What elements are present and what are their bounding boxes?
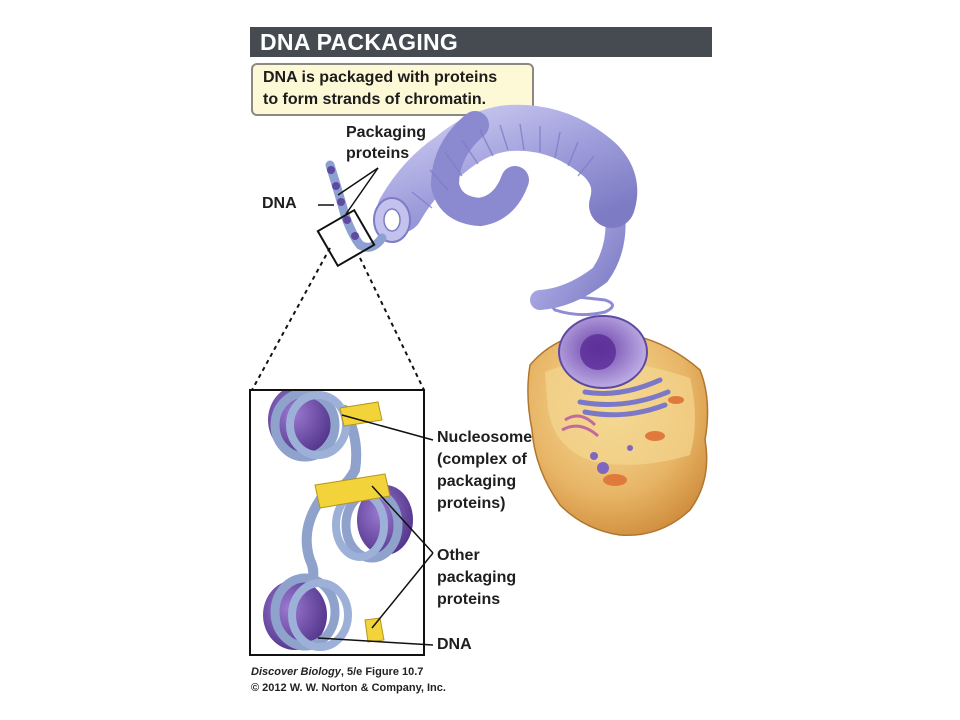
label-dna-lower: DNA [437,636,472,653]
figure-title: DNA PACKAGING [260,29,459,55]
zoom-line-left [251,247,331,391]
nucleosome-panel [249,389,425,656]
zoom-box [316,208,376,268]
label-packaging-proteins-2: proteins [346,145,410,162]
cell-illustration [527,315,709,537]
label-nucleosome-2: (complex of [437,451,527,468]
summary-line-1: DNA is packaged with proteins [263,69,498,86]
title-bar: DNA PACKAGING [250,27,712,57]
leader-packaging-1 [337,167,379,196]
label-nucleosome-1: Nucleosome [437,429,533,446]
figure-copyright: © 2012 W. W. Norton & Company, Inc. [251,682,446,694]
label-other-3: proteins [437,591,501,608]
chromatin-coil [325,104,638,317]
zoom-line-right [359,257,425,391]
leader-nucleosome [341,414,434,441]
leader-other-2 [371,552,434,629]
label-nucleosome-3: packaging [437,473,517,490]
label-packaging-proteins-1: Packaging [346,124,427,141]
leader-other-1 [371,485,434,554]
label-nucleosome-4: proteins) [437,495,506,512]
leader-dna-lower [317,637,434,646]
label-dna-upper: DNA [262,195,297,212]
label-other-2: packaging [437,569,517,586]
leader-packaging-2 [345,167,379,215]
credit-book: Discover Biology [251,666,341,678]
label-other-1: Other [437,547,480,564]
figure-credit: Discover Biology, 5/e Figure 10.7 [251,666,423,678]
credit-edition: , 5/e Figure 10.7 [340,666,424,678]
summary-box: DNA is packaged with proteins to form st… [251,63,534,116]
summary-line-2: to form strands of chromatin. [263,91,487,108]
